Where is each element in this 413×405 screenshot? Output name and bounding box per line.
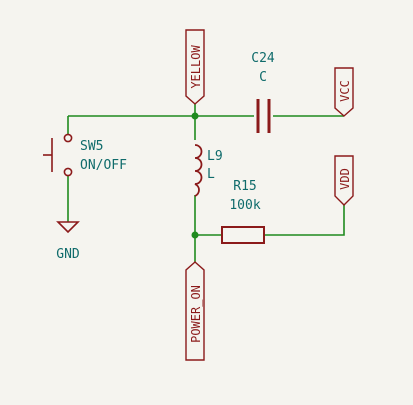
inductor-value: L — [207, 167, 215, 182]
net-label-power-on: POWER_ON — [185, 261, 205, 361]
gnd-symbol: GND — [56, 221, 80, 262]
wires — [67, 104, 345, 262]
switch-sw5: SW5 ON/OFF — [43, 133, 127, 177]
gnd-label: GND — [56, 247, 80, 262]
net-label-vdd-text: VDD — [338, 168, 352, 190]
inductor-l9: L9 L — [194, 144, 223, 197]
capacitor-ref: C24 — [251, 51, 275, 66]
net-label-yellow-text: YELLOW — [189, 45, 203, 89]
resistor-r15: R15 100k — [221, 179, 265, 244]
inductor-ref: L9 — [207, 149, 223, 164]
switch-ref: SW5 — [80, 139, 103, 154]
net-label-vdd: VDD — [334, 155, 354, 206]
capacitor-c24: C24 C — [251, 51, 275, 133]
junction-top — [191, 112, 199, 120]
net-label-power-on-text: POWER_ON — [189, 285, 203, 343]
wire-resistor-to-vdd — [264, 205, 345, 236]
junction-bottom — [191, 231, 199, 239]
net-label-vcc: VCC — [334, 67, 354, 117]
resistor-ref: R15 — [233, 179, 256, 194]
net-label-vcc-text: VCC — [338, 80, 352, 102]
capacitor-value: C — [259, 70, 267, 85]
switch-value: ON/OFF — [80, 158, 127, 173]
resistor-value: 100k — [229, 198, 260, 213]
net-label-yellow: YELLOW — [185, 29, 205, 105]
